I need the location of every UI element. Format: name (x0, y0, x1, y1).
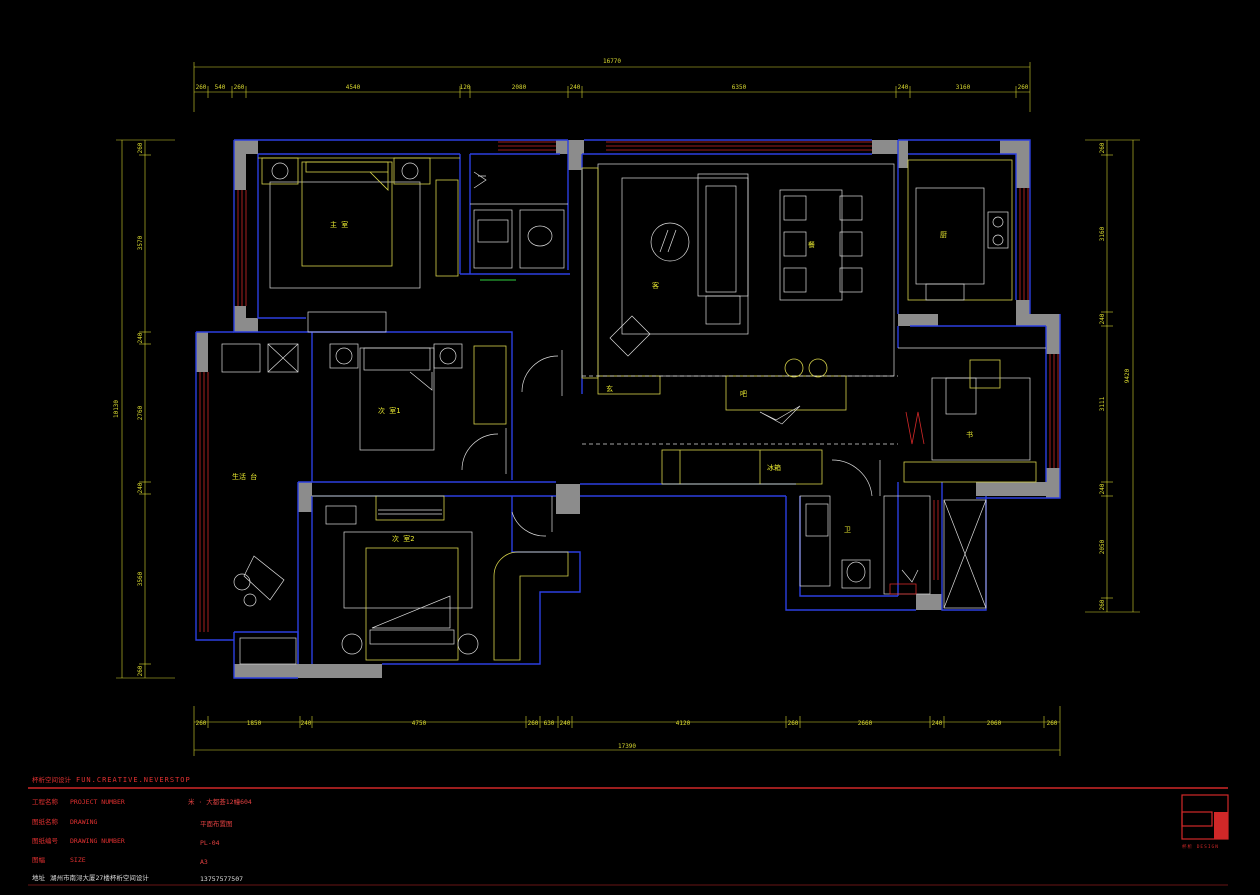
right-dim-2: 3160 (1099, 226, 1106, 241)
kitchen: 厨 (907, 159, 1013, 301)
row-value-drawing: 平面布置图 (200, 819, 233, 828)
room-label-kitchen: 厨 (940, 231, 947, 239)
room-label-third: 次 室2 (392, 534, 414, 543)
top-dim-10: 3160 (956, 84, 971, 91)
row-en-number: DRAWING NUMBER (70, 837, 125, 845)
right-dim-6: 2050 (1099, 539, 1106, 554)
overall-width-bottom: 17390 (618, 743, 636, 750)
top-dim-5: 120 (460, 84, 471, 91)
row-en-size: SIZE (70, 856, 86, 864)
overall-width-top: 16770 (603, 58, 621, 65)
logo-text: 杯析 DESIGN (1182, 843, 1219, 850)
address-label: 地址 (32, 873, 46, 882)
address-text: 湖州市南浔大厦27楼杯析空间设计 (50, 873, 149, 882)
room-label-fridge: 冰箱 (767, 463, 781, 472)
row-value-project: 米 · 大都荟12幢604 (188, 797, 252, 806)
bottom-dim-7: 240 (560, 720, 571, 727)
left-dim-4: 2760 (137, 405, 144, 420)
bottom-dim-6: 630 (544, 720, 555, 727)
row-label-drawing: 图纸名称 (32, 817, 59, 826)
left-dim-3: 240 (137, 332, 144, 343)
company-logo: 杯析 DESIGN (1181, 794, 1229, 850)
bottom-dim-1: 260 (196, 720, 207, 727)
guest-bath: 卫 (799, 459, 987, 609)
row-label-number: 图纸编号 (32, 836, 59, 845)
structural-walls (196, 140, 1060, 678)
room-label-master: 主 室 (330, 220, 348, 229)
right-dim-7: 260 (1099, 599, 1106, 610)
room-label-second: 次 室1 (378, 406, 400, 415)
bottom-dim-9: 260 (788, 720, 799, 727)
bottom-dim-11: 240 (932, 720, 943, 727)
dimension-labels: 16770 17390 10130 9420 260 540 260 4540 … (113, 58, 1131, 750)
bottom-dim-12: 2060 (987, 720, 1002, 727)
row-label-project: 工程名称 (32, 797, 59, 806)
slogan-cn: 杯析空间设计 (32, 775, 72, 784)
right-dim-3: 240 (1099, 313, 1106, 324)
right-dim-5: 240 (1099, 483, 1106, 494)
slogan-en: FUN.CREATIVE.NEVERSTOP (76, 776, 191, 784)
top-dim-6: 2080 (512, 84, 527, 91)
room-label-bath: 卫 (844, 526, 851, 534)
windows (199, 141, 1059, 632)
dimension-lines (116, 62, 1140, 756)
room-label-island: 吧 (740, 390, 747, 398)
overall-height-left: 10130 (113, 400, 120, 418)
left-dim-2: 3570 (137, 235, 144, 250)
left-dim-5: 240 (137, 482, 144, 493)
room-label-dining: 餐 (808, 240, 815, 249)
room-label-balcony: 生活 台 (232, 472, 257, 481)
top-dim-2: 540 (215, 84, 226, 91)
top-dim-11: 260 (1018, 84, 1029, 91)
second-bedroom: 次 室1 (329, 343, 507, 474)
overall-height-right: 9420 (1124, 368, 1131, 383)
right-dim-4: 3111 (1099, 396, 1106, 411)
top-dim-8: 6350 (732, 84, 747, 91)
bottom-dim-2: 1850 (247, 720, 262, 727)
top-dim-9: 240 (898, 84, 909, 91)
bottom-dim-8: 4120 (676, 720, 691, 727)
master-bath (470, 171, 568, 281)
top-dim-7: 240 (570, 84, 581, 91)
room-label-living: 客 (652, 281, 659, 290)
master-bedroom: 主 室 (258, 157, 460, 333)
third-bedroom: 次 室2 (312, 495, 569, 661)
top-dim-3: 260 (234, 84, 245, 91)
bottom-dim-5: 260 (528, 720, 539, 727)
room-label-entry: 玄 (606, 384, 613, 393)
bottom-dim-10: 2660 (858, 720, 873, 727)
study: 书 (898, 347, 1046, 483)
row-value-size: A3 (200, 858, 208, 866)
top-dim-1: 260 (196, 84, 207, 91)
left-dim-1: 260 (137, 142, 144, 153)
room-label-study: 书 (966, 430, 973, 439)
balcony: 生活 台 (221, 343, 299, 665)
row-label-size: 图幅 (32, 855, 46, 864)
left-dim-7: 260 (137, 665, 144, 676)
row-value-number: PL-04 (200, 839, 220, 847)
left-dim-6: 3560 (137, 571, 144, 586)
row-en-drawing: DRAWING (70, 818, 97, 826)
row-en-project: PROJECT NUMBER (70, 798, 125, 806)
bottom-dim-4: 4750 (412, 720, 427, 727)
living-dining: 客 餐 吧 玄 冰箱 (521, 163, 898, 485)
title-block: 杯析空间设计 FUN.CREATIVE.NEVERSTOP 工程名称 PROJE… (28, 775, 1229, 886)
phone-text: 13757577507 (200, 875, 243, 883)
bottom-dim-3: 240 (301, 720, 312, 727)
bottom-dim-13: 260 (1047, 720, 1058, 727)
right-dim-1: 260 (1099, 142, 1106, 153)
top-dim-4: 4540 (346, 84, 361, 91)
